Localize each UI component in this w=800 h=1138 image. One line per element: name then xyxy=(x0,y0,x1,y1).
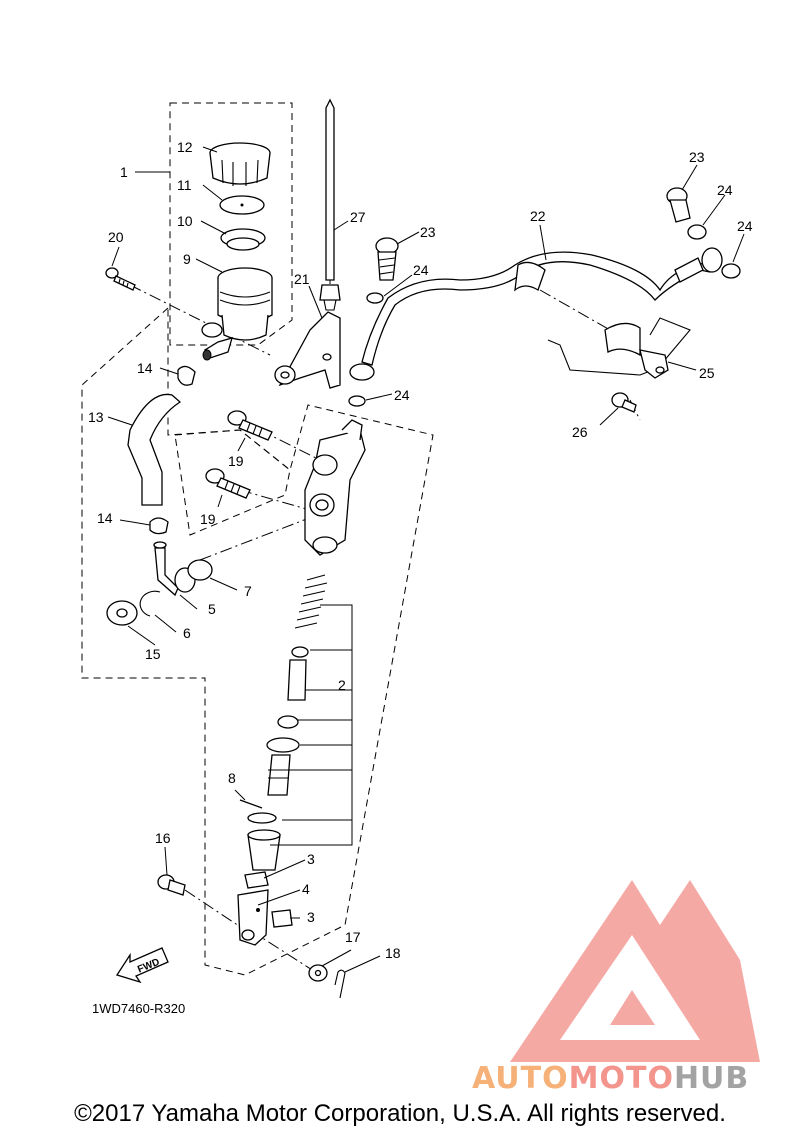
clevis-4 xyxy=(237,889,269,946)
callout-5: 5 xyxy=(208,601,216,617)
callout-21: 21 xyxy=(294,271,310,287)
callout-24-a: 24 xyxy=(413,262,429,278)
washer-24b xyxy=(348,395,366,407)
pin-8 xyxy=(239,799,263,809)
callout-7: 7 xyxy=(244,583,252,599)
nut-3-lower xyxy=(271,909,293,928)
callout-15: 15 xyxy=(145,646,161,662)
washer-17 xyxy=(308,964,328,982)
screw-20 xyxy=(105,267,136,291)
leader-lines xyxy=(107,146,745,973)
bolt-19-lower xyxy=(205,468,251,499)
bolt-19-upper xyxy=(227,410,273,441)
callout-12: 12 xyxy=(177,139,193,155)
watermark-moto: MOTO xyxy=(569,1061,674,1096)
callout-19-lower: 19 xyxy=(200,511,216,527)
callout-11: 11 xyxy=(177,177,192,193)
callout-4: 4 xyxy=(302,881,310,897)
callout-numbers: 1 2 3 3 4 5 6 7 8 9 10 11 12 13 14 14 15… xyxy=(88,139,753,961)
callout-13: 13 xyxy=(88,409,104,425)
callout-26: 26 xyxy=(572,424,588,440)
callout-6: 6 xyxy=(183,625,191,641)
cotter-pin-18 xyxy=(334,969,346,999)
callout-23-right: 23 xyxy=(689,149,705,165)
clevis-pin-16 xyxy=(157,874,186,896)
washer-24c xyxy=(687,224,707,240)
callout-8: 8 xyxy=(228,770,236,786)
callout-20: 20 xyxy=(108,229,124,245)
union-bolt-23-left xyxy=(375,237,399,281)
callout-24-b: 24 xyxy=(394,387,410,403)
callout-14-upper: 14 xyxy=(137,360,153,376)
watermark-auto: AUTO xyxy=(472,1061,569,1096)
callout-2: 2 xyxy=(338,677,346,693)
hose-clip-lower xyxy=(149,517,169,535)
watermark-hub: HUB xyxy=(674,1061,749,1096)
bracket-21 xyxy=(274,311,341,389)
svg-text:AUTOMOTOHUB: AUTOMOTOHUB xyxy=(472,1061,749,1096)
callout-9: 9 xyxy=(183,251,191,267)
piston-kit xyxy=(247,574,328,824)
inner-outline xyxy=(174,429,291,536)
hose-holder-25 xyxy=(547,317,691,379)
union-bolt-23-right xyxy=(666,187,691,223)
copyright-notice: ©2017 Yamaha Motor Corporation, U.S.A. A… xyxy=(74,1100,726,1127)
diaphragm xyxy=(220,228,266,251)
grommet-15 xyxy=(106,600,138,626)
callout-14-lower: 14 xyxy=(97,510,113,526)
circlip-6 xyxy=(139,590,161,617)
bolt-26 xyxy=(611,392,637,413)
callout-22: 22 xyxy=(530,208,546,224)
washer-24a xyxy=(366,292,384,304)
callout-18: 18 xyxy=(385,945,401,961)
brake-hose-22 xyxy=(349,247,723,381)
callout-19-upper: 19 xyxy=(228,453,244,469)
cable-tie-27 xyxy=(319,98,341,311)
callout-3-lower: 3 xyxy=(307,909,315,925)
callout-24-c: 24 xyxy=(717,182,733,198)
nut-3-upper xyxy=(244,871,269,889)
callout-3-upper: 3 xyxy=(307,851,315,867)
callout-24-d: 24 xyxy=(737,218,753,234)
master-cylinder-body xyxy=(304,419,366,556)
callout-10: 10 xyxy=(177,213,193,229)
callout-1: 1 xyxy=(120,164,128,180)
callout-23-left: 23 xyxy=(420,224,436,240)
watermark-logo: AUTOMOTOHUB xyxy=(472,880,760,1096)
o-ring-7 xyxy=(187,559,213,581)
callout-27: 27 xyxy=(350,209,366,225)
reservoir-body xyxy=(201,267,273,361)
washer-24d xyxy=(721,263,741,279)
hose-clip-upper xyxy=(177,365,196,386)
fwd-arrow-icon: FWD xyxy=(115,947,169,984)
callout-17: 17 xyxy=(345,929,361,945)
watermark-triangle-icon xyxy=(510,880,760,1062)
parts: FWD xyxy=(105,98,741,999)
drawing-code: 1WD7460-R320 xyxy=(92,1001,185,1016)
callout-16: 16 xyxy=(155,830,171,846)
callout-25: 25 xyxy=(699,365,715,381)
reservoir-cap xyxy=(209,142,271,186)
reservoir-hose xyxy=(127,393,182,506)
